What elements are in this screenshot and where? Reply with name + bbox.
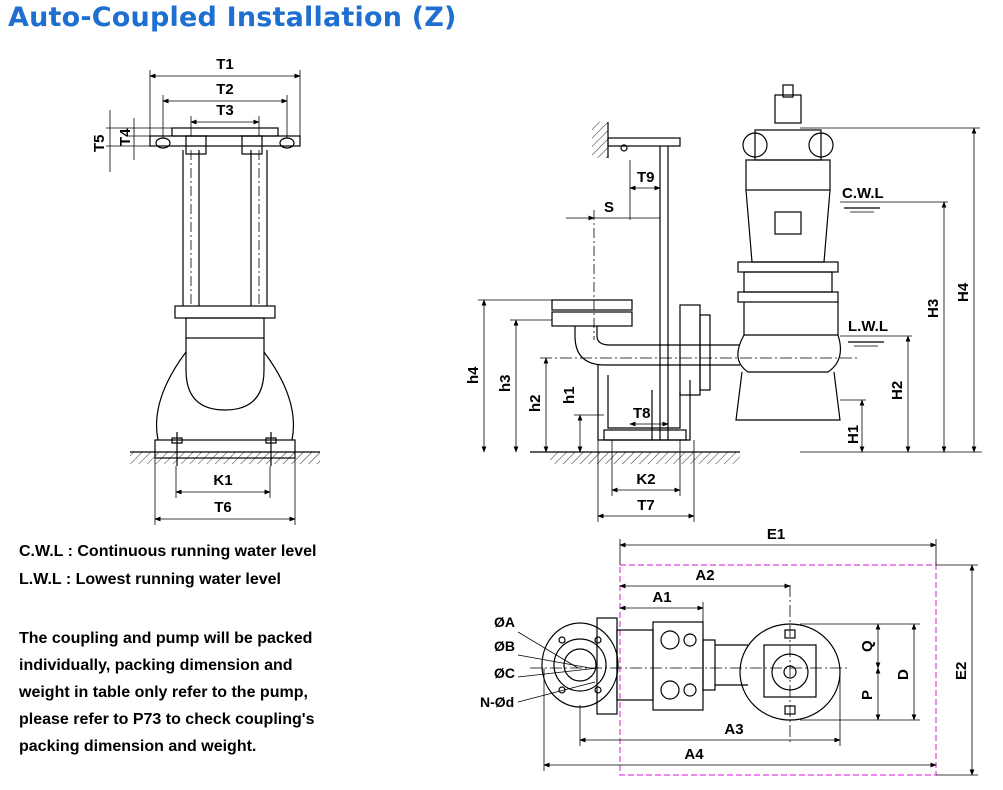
dim-label-D: D <box>895 669 912 680</box>
dim-label-A4: A4 <box>684 746 704 763</box>
dim-label-dia-A: ØA <box>494 614 515 630</box>
dim-label-S: S <box>604 199 614 216</box>
dim-label-T9: T9 <box>637 169 655 186</box>
dim-label-T3: T3 <box>216 102 234 119</box>
front-view-drawing <box>106 70 320 525</box>
dim-label-T8: T8 <box>633 405 651 422</box>
side-view-drawing <box>478 84 982 522</box>
note-line: individually, packing dimension and <box>19 657 293 674</box>
page-title: Auto-Coupled Installation (Z) <box>8 2 457 33</box>
dim-label-A1: A1 <box>652 589 671 606</box>
dim-label-T5: T5 <box>91 134 108 152</box>
dim-label-E2: E2 <box>953 662 970 680</box>
cwl-label: C.W.L <box>842 185 884 202</box>
lwl-label: L.W.L <box>848 318 888 335</box>
dim-label-A2: A2 <box>695 567 714 584</box>
dim-label-T4: T4 <box>117 128 134 146</box>
water-level-legend: C.W.L : Continuous running water level L… <box>19 538 317 594</box>
dim-label-H2: H2 <box>889 381 906 400</box>
dim-label-h2: h2 <box>527 394 544 412</box>
note-line: please refer to P73 to check coupling's <box>19 711 315 728</box>
dim-label-K2: K2 <box>636 471 655 488</box>
plan-view-drawing <box>517 539 978 776</box>
legend-cwl: C.W.L : Continuous running water level <box>19 543 317 560</box>
note-line: weight in table only refer to the pump, <box>19 684 308 701</box>
dim-label-T1: T1 <box>216 56 234 73</box>
dim-label-T6: T6 <box>214 499 232 516</box>
dim-label-K1: K1 <box>213 472 232 489</box>
dim-label-H1: H1 <box>845 425 862 444</box>
packing-note: The coupling and pump will be packed ind… <box>19 625 359 760</box>
dim-label-A3: A3 <box>724 721 743 738</box>
dim-label-P: P <box>859 690 876 700</box>
dim-label-H4: H4 <box>955 282 972 302</box>
note-line: The coupling and pump will be packed <box>19 630 313 647</box>
dim-label-T7: T7 <box>637 497 655 514</box>
legend-lwl: L.W.L : Lowest running water level <box>19 571 281 588</box>
dim-label-h3: h3 <box>497 374 514 392</box>
dim-label-E1: E1 <box>767 526 785 543</box>
note-line: packing dimension and weight. <box>19 738 257 755</box>
dim-label-T2: T2 <box>216 81 234 98</box>
dim-label-h1: h1 <box>561 386 578 404</box>
dim-label-dia-C: ØC <box>494 665 515 681</box>
dim-label-n-dia-d: N-Ød <box>480 694 514 710</box>
dim-label-Q: Q <box>859 640 876 652</box>
dim-label-H3: H3 <box>925 299 942 318</box>
dim-label-h4: h4 <box>465 366 482 384</box>
dim-label-dia-B: ØB <box>494 638 515 654</box>
